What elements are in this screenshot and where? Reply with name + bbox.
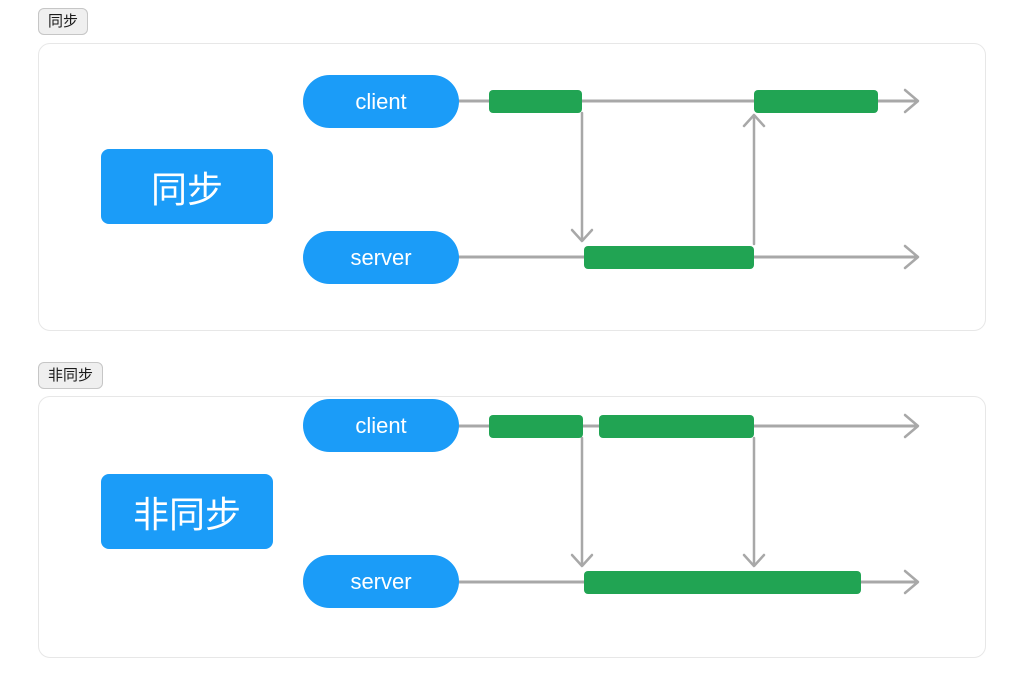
- server-activity-bar: [584, 246, 754, 269]
- server-pill: server: [303, 231, 459, 284]
- async-tag: 非同步: [38, 362, 104, 389]
- async-panel: 非同步 client server: [38, 396, 986, 658]
- sync-label-box: 同步: [101, 149, 273, 224]
- server-activity-bar: [584, 571, 861, 594]
- sync-panel: 同步 client server: [38, 43, 986, 331]
- client-activity-bar: [489, 415, 583, 438]
- sync-tag: 同步: [38, 8, 89, 35]
- client-pill: client: [303, 75, 459, 128]
- server-pill: server: [303, 555, 459, 608]
- client-activity-bar: [599, 415, 754, 438]
- response-up-arrow: [742, 113, 766, 246]
- request-down-arrow: [570, 111, 594, 243]
- client-activity-bar: [754, 90, 878, 113]
- client-pill: client: [303, 399, 459, 452]
- client-activity-bar: [489, 90, 582, 113]
- async-label-box: 非同步: [101, 474, 273, 549]
- request-down-arrow-2: [742, 436, 766, 568]
- request-down-arrow-1: [570, 436, 594, 568]
